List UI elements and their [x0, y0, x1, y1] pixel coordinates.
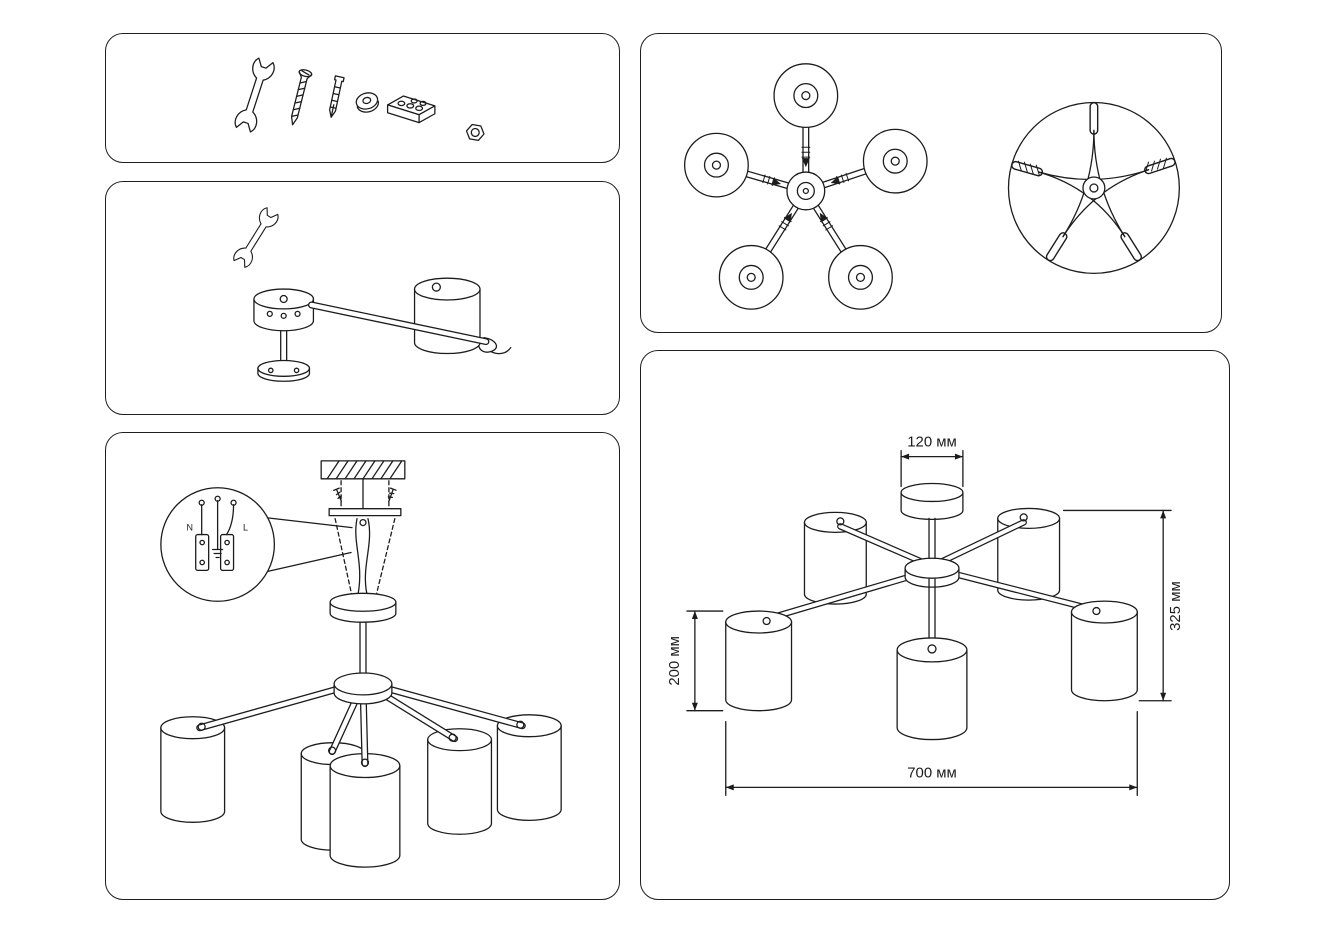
ceiling-drawing [320, 460, 406, 480]
shade-circles-top-view [684, 63, 928, 310]
dimension-overall-width: 700 мм [725, 711, 1138, 797]
dim-200-label: 200 мм [666, 636, 683, 686]
nut-icon [465, 123, 485, 142]
chandelier-side-view [725, 482, 1138, 741]
ground-icon [211, 543, 224, 559]
dim-325-label: 325 мм [1167, 581, 1184, 631]
detail-leader-line [262, 551, 352, 574]
terminal-neutral-label: N [187, 523, 193, 533]
screw-icon [290, 69, 313, 126]
tools-drawing [234, 57, 485, 142]
wiring-detail-circle: N L [160, 487, 276, 602]
insertion-arrows [771, 158, 841, 223]
wall-plug-icon [329, 75, 345, 118]
shade-cylinder-drawing [413, 277, 481, 355]
top-view-drawing [684, 63, 1180, 310]
terminal-block-icon [386, 95, 436, 124]
installation-drawing: N L [160, 460, 562, 868]
washer-icon [355, 92, 380, 113]
chandelier-drawing [160, 672, 562, 868]
ceiling-canopy-drawing [329, 592, 397, 623]
dimension-shade-height: 200 мм [666, 610, 724, 712]
panel-dimensions: 120 мм 325 мм 200 мм [640, 350, 1230, 900]
dimension-overall-height: 325 мм [1062, 509, 1184, 702]
wrench-icon [234, 57, 275, 133]
panel-arm-attachment-top-view [640, 33, 1222, 333]
panel-wiring-installation: N L [105, 432, 620, 900]
panel-tools-hardware [105, 33, 620, 163]
mounting-bracket-drawing [328, 478, 402, 597]
detail-leader-line [264, 516, 353, 529]
terminal-live-label: L [243, 523, 248, 533]
dim-120-label: 120 мм [907, 434, 957, 451]
arm-drawing [307, 301, 512, 355]
dim-700-label: 700 мм [907, 764, 957, 781]
hub-top-view [786, 171, 826, 211]
stem-flange-drawing [257, 330, 311, 382]
panel-canopy-assembly [105, 181, 620, 415]
central-rod-drawing [359, 621, 367, 679]
wrench-icon [233, 207, 279, 268]
wires-drawing [355, 517, 371, 595]
hub-drawing [253, 288, 315, 332]
dimension-drawing: 120 мм 325 мм 200 мм [666, 434, 1184, 797]
dimension-canopy-width: 120 мм [900, 434, 964, 488]
wiring-hub-detail-circle [1007, 101, 1180, 275]
canopy-assembly-drawing [233, 207, 512, 382]
